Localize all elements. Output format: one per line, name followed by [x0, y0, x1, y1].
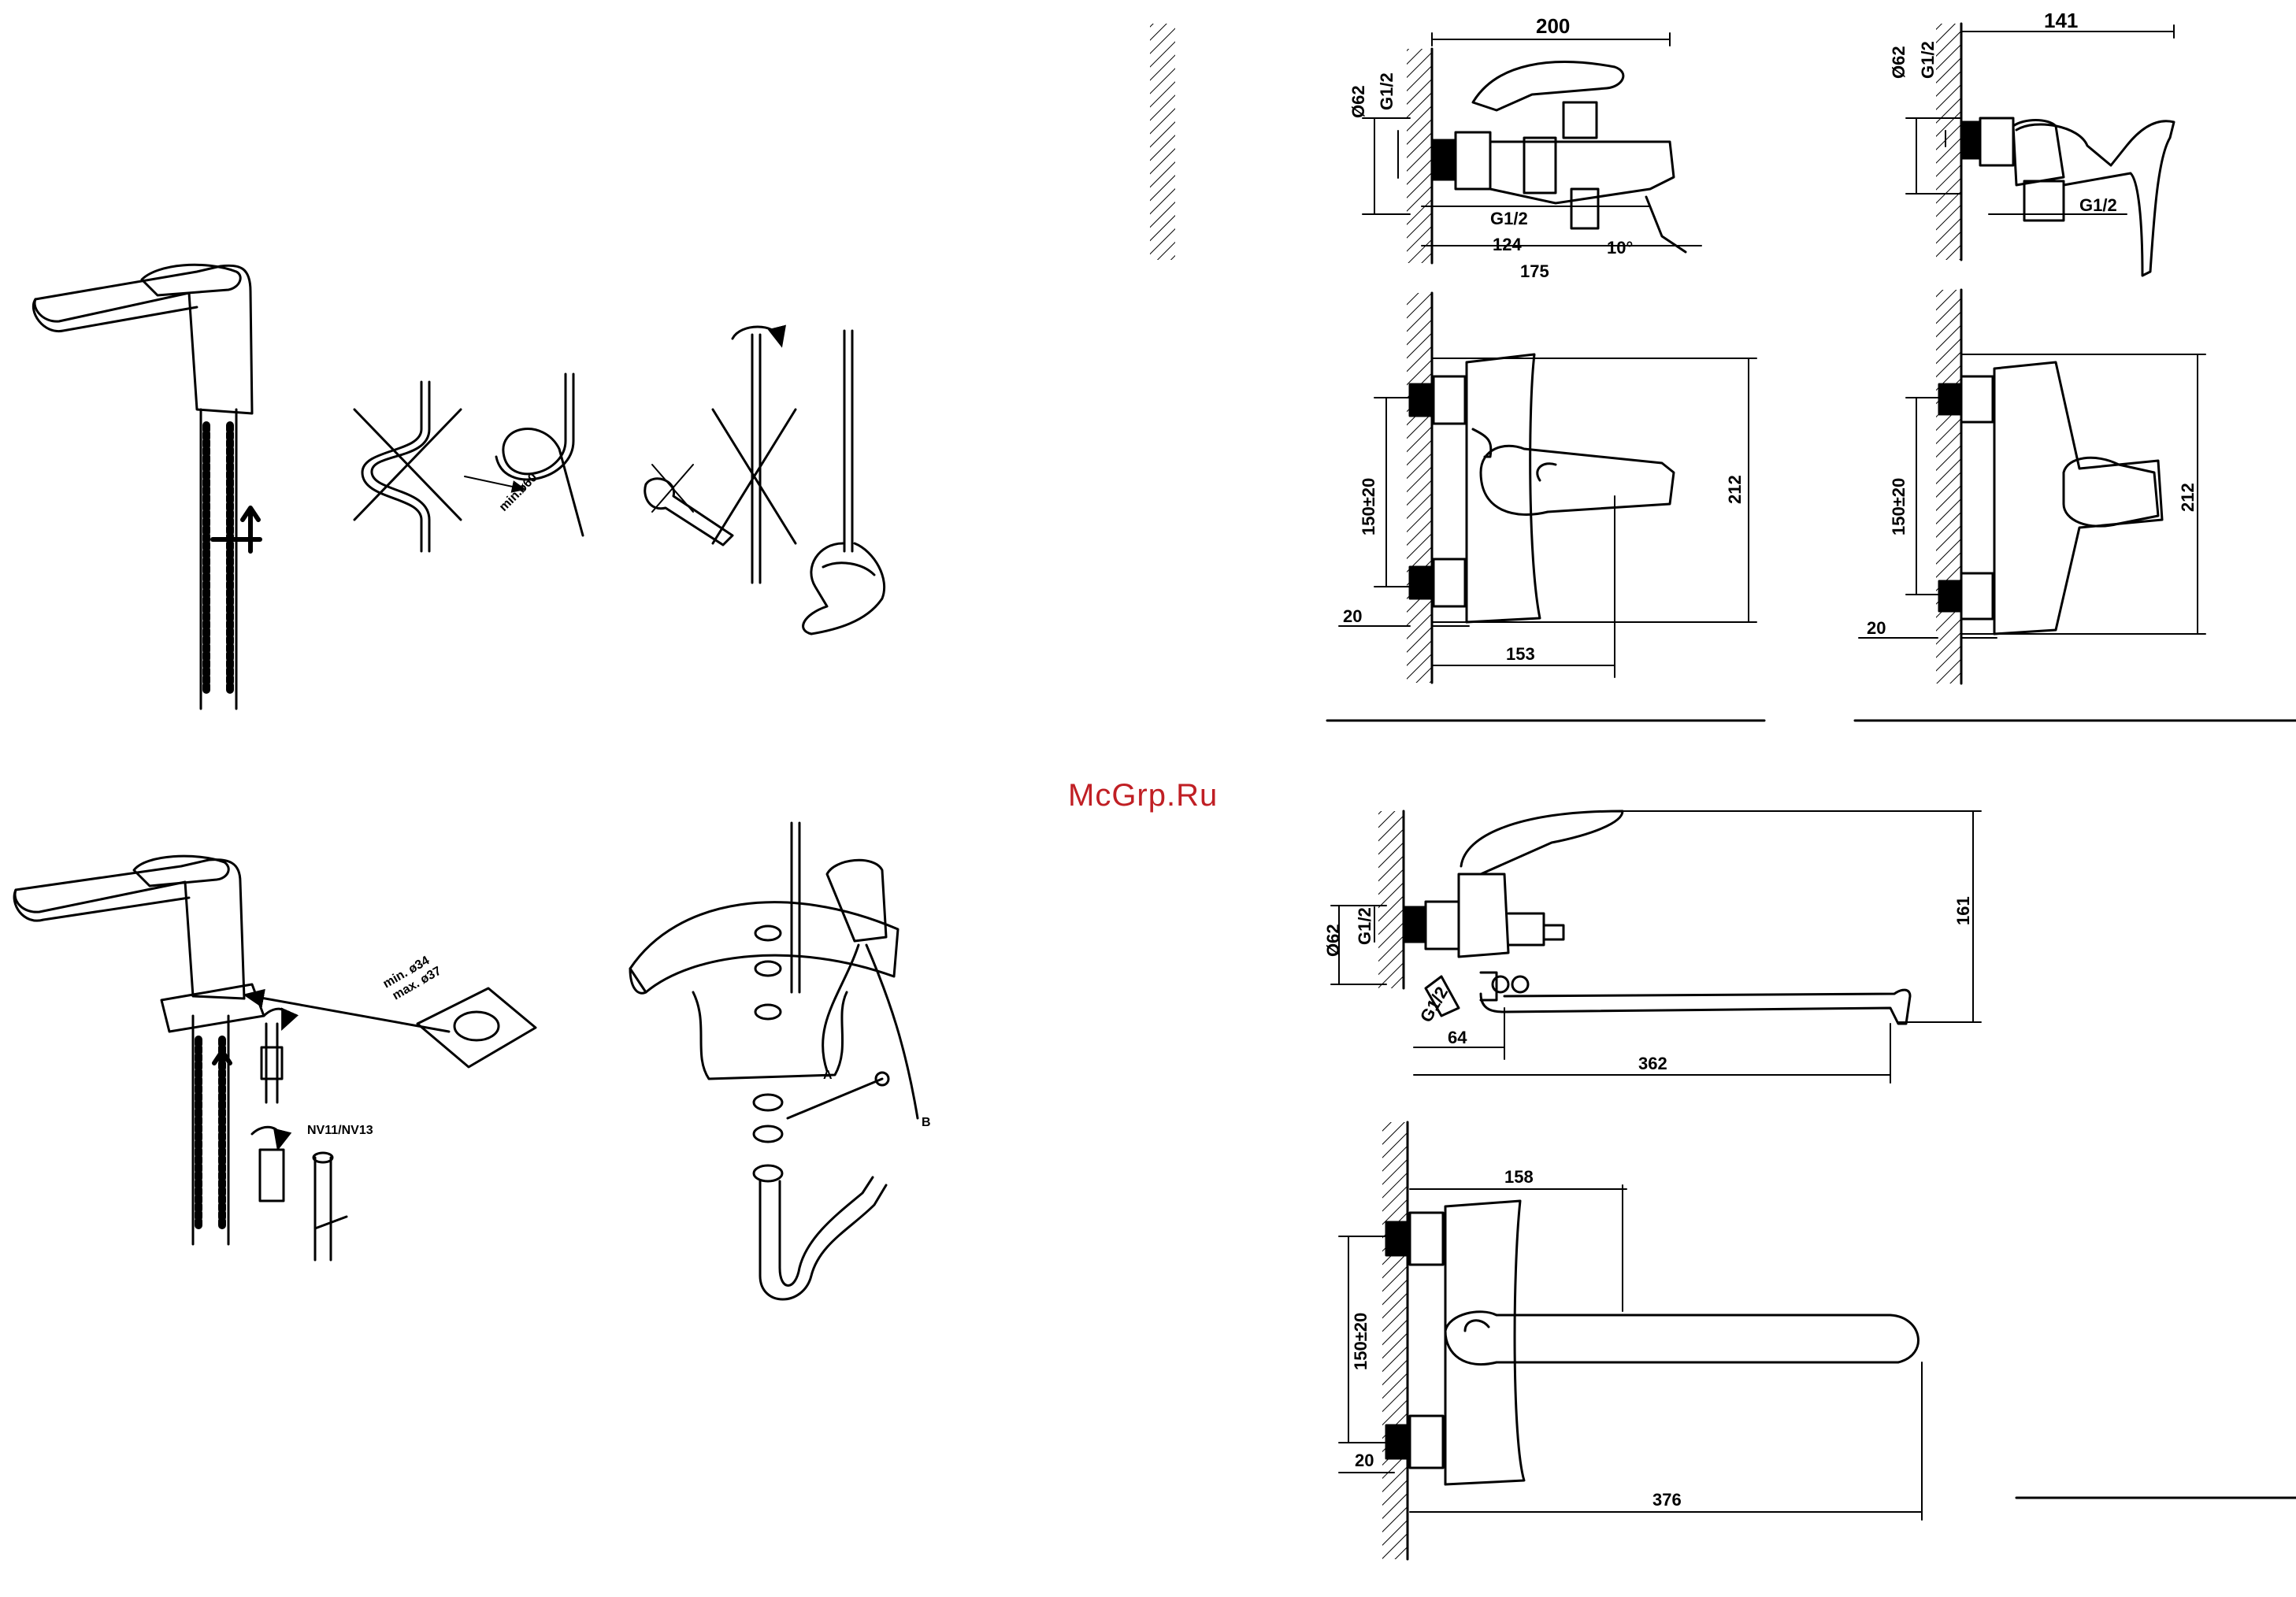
- no-tool-illustration: [645, 327, 796, 583]
- d1-angle-label: 10°: [1607, 238, 1633, 258]
- d1-projection-label: 153: [1506, 644, 1535, 664]
- drawing-1-front-view: [1339, 293, 1756, 683]
- d4-centres-label: 150±20: [1351, 1313, 1371, 1370]
- basin-waste-illustration: [630, 823, 918, 1299]
- hose-bend-wrong-illustration: [354, 382, 461, 551]
- d1-width-label: 200: [1536, 14, 1570, 38]
- d1-diameter-label: Ø62: [1348, 85, 1368, 118]
- d2-inlet-thread-label: G1/2: [1918, 41, 1938, 79]
- d4-depth-label: 158: [1504, 1167, 1534, 1187]
- drawing-3-top-view: [1331, 811, 1981, 1083]
- d1-height-label: 212: [1725, 475, 1745, 504]
- drawing-1-labels: 200 Ø62 G1/2 G1/2 124 175 10° 150±20 212…: [1343, 14, 1745, 664]
- d2-diameter-label: Ø62: [1889, 46, 1908, 79]
- d2-outlet-thread-label: G1/2: [2079, 195, 2117, 215]
- drawing-2-front-view: [1859, 290, 2205, 684]
- hose-bend-correct-illustration: [465, 374, 583, 535]
- drawing-1-top-view: [1363, 33, 1701, 263]
- d1-inlet-thread-label: G1/2: [1377, 72, 1397, 110]
- nut-label: NV11/NV13: [307, 1124, 373, 1137]
- hose-a-label: A: [823, 1069, 833, 1082]
- d2-width-label: 141: [2044, 9, 2078, 32]
- drawing-2-top-view: [1150, 24, 2174, 276]
- d3-inlet-thread-label: G1/2: [1355, 907, 1374, 945]
- d3-outlet-thread-label: G1/2: [1416, 984, 1452, 1026]
- d3-offset-label: 64: [1448, 1028, 1467, 1047]
- separators: [1327, 721, 2296, 1498]
- d2-centres-label: 150±20: [1889, 478, 1908, 535]
- kitchen-faucet-illustration-bottom: [14, 856, 536, 1260]
- d1-wall-offset-label: 20: [1343, 606, 1362, 626]
- d1-depth-label: 175: [1520, 261, 1549, 281]
- watermark: McGrp.Ru: [1068, 778, 1218, 813]
- d3-diameter-label: Ø62: [1323, 924, 1343, 957]
- d3-spout-length-label: 362: [1638, 1054, 1667, 1073]
- d1-centres-label: 150±20: [1359, 478, 1378, 535]
- d3-height-label: 161: [1953, 896, 1973, 925]
- installation-labels: min.ø60 min. ø34 max. ø37 NV11/NV13 A B: [307, 471, 931, 1137]
- hand-tighten-illustration: [803, 331, 885, 634]
- d4-wall-offset-label: 20: [1355, 1451, 1374, 1470]
- drawing-4-front-view: [1339, 1122, 1922, 1559]
- d1-spout-offset-label: 124: [1493, 235, 1522, 254]
- d4-spout-length-label: 376: [1652, 1490, 1682, 1510]
- kitchen-faucet-illustration-top: [33, 265, 260, 709]
- d2-wall-offset-label: 20: [1867, 618, 1886, 638]
- d2-height-label: 212: [2178, 483, 2198, 512]
- d1-spout-thread-label: G1/2: [1490, 209, 1528, 228]
- bend-min-label: min.ø60: [497, 471, 540, 514]
- hose-b-label: B: [922, 1116, 931, 1129]
